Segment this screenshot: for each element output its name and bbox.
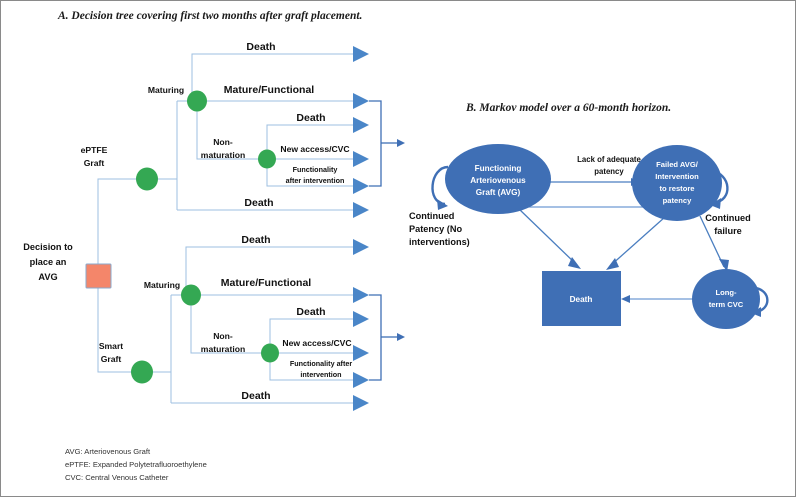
label-eptfe-new-access-cvc: New access/CVC [280,144,349,154]
terminal-node [353,395,369,411]
markov-state-long-term-cvc[interactable] [692,269,760,329]
label-eptfe-nonmat-death: Death [296,112,325,124]
label-smart-maturing: Maturing [144,280,180,290]
chance-node-smart-nonmaturation[interactable] [261,343,279,363]
label-eptfe-nonmat-line1: Non- [213,137,233,147]
label-smart-death-top: Death [241,234,270,246]
label-eptfe-death-top: Death [246,41,275,53]
markov-state-death[interactable] [542,271,621,326]
chance-node-eptfe-maturing[interactable] [187,90,207,112]
chance-node-smart[interactable] [131,360,153,384]
subtree-smart-graft: Smart Graft Death Maturing Mature/Functi… [99,234,405,411]
label-eptfe-line2: Graft [84,158,105,168]
terminal-node [353,239,369,255]
label-smart-nonmat-line2: maturation [201,344,245,354]
markov-state-functioning-avg-line3: Graft (AVG) [476,188,521,197]
terminal-node [353,372,369,388]
edge-label-lack-of-patency-line1: Lack of adequate [577,155,641,164]
decision-tree: Decision to place an AVG [23,41,405,411]
markov-state-long-term-cvc-line2: term CVC [709,300,744,309]
collector-arrowhead [397,139,405,147]
edge-label-continued-patency-line2: Patency (No [409,224,462,234]
markov-state-death-label: Death [570,295,593,304]
label-smart-func-line1: Functionality after [290,359,353,368]
label-eptfe-death-bottom: Death [244,197,273,209]
label-eptfe-nonmat-line2: maturation [201,150,245,160]
legend-item-avg: AVG: Arteriovenous Graft [65,447,151,456]
label-smart-new-access-cvc: New access/CVC [282,338,351,348]
arrowhead-failed-to-death [606,258,619,270]
label-smart-line2: Graft [101,354,122,364]
collector-arrowhead [397,333,405,341]
label-eptfe-func-line1: Functionality [293,165,338,174]
root-branch-lines [97,178,142,373]
panel-b-title: B. Markov model over a 60-month horizon. [465,102,671,114]
edge-label-continued-failure-line2: failure [714,226,742,236]
markov-state-failed-avg[interactable] [632,145,722,221]
edge-label-lack-of-patency-line2: patency [594,167,624,176]
subtree-eptfe: ePTFE Graft Death Maturing Mature/Functi… [81,41,405,218]
label-smart-nonmat-line1: Non- [213,331,233,341]
label-smart-nonmat-death: Death [296,306,325,318]
terminal-node [353,287,369,303]
markov-state-functioning-avg-line2: Arteriovenous [470,176,526,185]
chance-node-eptfe[interactable] [136,167,158,191]
label-smart-line1: Smart [99,341,123,351]
edge-label-continued-patency-line3: interventions) [409,237,470,247]
arrowhead-failed-to-cvc [719,259,729,272]
markov-state-functioning-avg-line1: Functioning [475,164,522,173]
decision-node-label-line1: Decision to [23,242,73,252]
label-smart-mature-functional: Mature/Functional [221,277,312,289]
label-smart-func-line2: intervention [300,370,341,379]
markov-state-failed-avg-line3: to restore [659,184,694,193]
decision-node-avg[interactable] [85,263,112,289]
markov-state-long-term-cvc-line1: Long- [715,288,737,297]
edge-label-continued-failure-line1: Continued [705,213,750,223]
terminal-node [353,202,369,218]
chance-node-smart-maturing[interactable] [181,284,201,306]
terminal-node [353,311,369,327]
markov-state-failed-avg-line4: patency [663,196,692,205]
arrowhead-functioning-to-death [568,257,581,269]
label-eptfe-mature-functional: Mature/Functional [224,84,315,96]
terminal-node [353,151,369,167]
arrowhead-continued-patency-loop [437,199,448,210]
label-eptfe-line1: ePTFE [81,145,108,155]
chance-node-eptfe-nonmaturation[interactable] [258,149,276,169]
markov-model: Lack of adequate patency [409,144,769,329]
label-smart-death-bottom: Death [241,390,270,402]
panel-a-title: A. Decision tree covering first two mont… [57,10,362,22]
terminal-node [353,178,369,194]
arrowhead-cvc-to-death [621,295,630,303]
arrowhead-continued-failure-loop [710,198,721,209]
markov-state-functioning-avg[interactable] [445,144,551,214]
markov-state-failed-avg-line1: Failed AVG/ [656,160,699,169]
markov-state-failed-avg-line2: Intervention [655,172,699,181]
label-eptfe-maturing: Maturing [148,85,184,95]
label-eptfe-func-line2: after intervention [286,176,345,185]
terminal-node [353,345,369,361]
decision-node-label-line3: AVG [38,272,57,282]
legend-item-eptfe: ePTFE: Expanded Polytetrafluoroethylene [65,460,207,469]
terminal-node [353,46,369,62]
terminal-node [353,117,369,133]
decision-node-label-line2: place an [30,257,67,267]
legend-item-cvc: CVC: Central Venous Catheter [65,473,169,482]
terminal-node [353,93,369,109]
edge-label-continued-patency-line1: Continued [409,211,454,221]
abbreviation-legend: AVG: Arteriovenous Graft ePTFE: Expanded… [65,447,207,482]
